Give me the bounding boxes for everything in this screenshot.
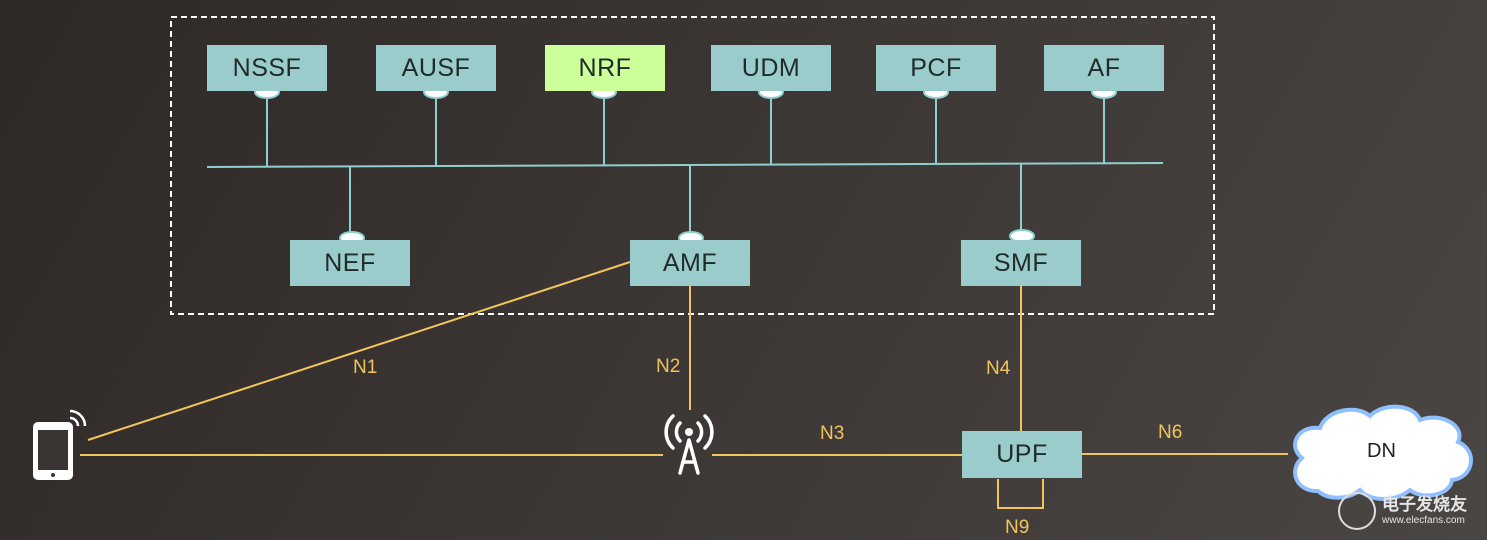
af-box: AF <box>1044 45 1164 91</box>
dn-label: DN <box>1367 440 1396 462</box>
dn-cloud <box>1293 404 1473 501</box>
nrf-box: NRF <box>545 45 665 91</box>
n3-label: N3 <box>820 423 845 444</box>
pcf-box: PCF <box>876 45 996 91</box>
watermark: 电子发烧友 www.elecfans.com <box>1338 488 1483 534</box>
service-bus <box>206 162 1164 168</box>
n9-label: N9 <box>1005 517 1030 538</box>
n1-label: N1 <box>353 357 378 378</box>
smf-label: SMF <box>993 248 1049 277</box>
nssf-label: NSSF <box>232 53 302 82</box>
upf-label: UPF <box>996 440 1048 468</box>
watermark-url: www.elecfans.com <box>1382 514 1465 526</box>
amf-box: AMF <box>630 240 750 286</box>
n4-label: N4 <box>986 358 1011 379</box>
ausf-box: AUSF <box>376 45 496 91</box>
ausf-label: AUSF <box>401 53 471 82</box>
antenna-icon <box>664 414 714 475</box>
top-bus-connectors <box>266 97 1105 166</box>
phone-icon <box>33 409 87 480</box>
upf-box: UPF <box>962 431 1082 478</box>
nrf-label: NRF <box>578 53 632 82</box>
nef-box: NEF <box>290 240 410 286</box>
n9-loop <box>997 479 1044 509</box>
udm-label: UDM <box>741 53 801 82</box>
pcf-label: PCF <box>910 53 962 82</box>
n2-label: N2 <box>656 356 681 377</box>
reference-point-lines <box>80 261 1288 509</box>
amf-label: AMF <box>662 248 718 277</box>
udm-box: UDM <box>711 45 831 91</box>
watermark-chinese: 电子发烧友 <box>1382 495 1467 516</box>
smf-box: SMF <box>961 240 1081 286</box>
n1-line <box>87 261 631 441</box>
bottom-bus-connectors <box>349 164 1022 233</box>
nef-label: NEF <box>324 248 376 277</box>
af-label: AF <box>1087 53 1121 82</box>
elecfans-logo-icon <box>1338 492 1376 530</box>
control-plane-boundary <box>170 16 1215 315</box>
nssf-box: NSSF <box>207 45 327 91</box>
n6-label: N6 <box>1158 422 1183 443</box>
